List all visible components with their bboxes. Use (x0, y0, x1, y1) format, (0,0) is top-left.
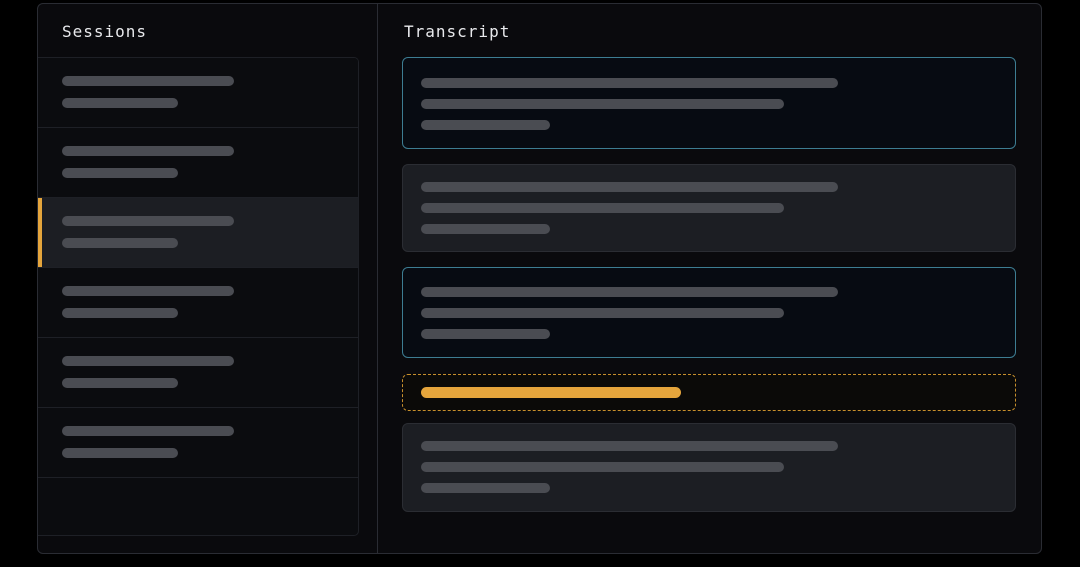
session-item[interactable] (38, 128, 358, 198)
message-line-placeholder (421, 78, 838, 88)
session-meta-placeholder (62, 448, 178, 458)
selected-indicator (38, 198, 42, 267)
app-window: Sessions (37, 3, 1042, 554)
message-line-placeholder (421, 483, 550, 493)
pending-message (402, 374, 1016, 411)
sessions-panel: Sessions (38, 4, 378, 553)
session-meta-placeholder (62, 168, 178, 178)
session-item[interactable] (38, 58, 358, 128)
message-line-placeholder (421, 182, 838, 192)
sessions-title: Sessions (62, 22, 148, 41)
transcript-message[interactable] (402, 267, 1016, 358)
session-list[interactable] (38, 57, 359, 536)
message-line-placeholder (421, 203, 784, 213)
session-meta-placeholder (62, 378, 178, 388)
message-line-placeholder (421, 287, 838, 297)
message-line-placeholder (421, 462, 784, 472)
transcript-message[interactable] (402, 423, 1016, 512)
session-title-placeholder (62, 426, 234, 436)
session-title-placeholder (62, 216, 234, 226)
transcript-message[interactable] (402, 57, 1016, 149)
session-meta-placeholder (62, 98, 178, 108)
message-line-placeholder (421, 224, 550, 234)
session-title-placeholder (62, 76, 234, 86)
message-line-placeholder (421, 441, 838, 451)
session-item[interactable] (38, 338, 358, 408)
session-item[interactable] (38, 268, 358, 338)
session-title-placeholder (62, 286, 234, 296)
session-item[interactable] (38, 198, 358, 268)
transcript-panel: Transcript (378, 4, 1041, 553)
streaming-progress-bar (421, 387, 681, 398)
message-line-placeholder (421, 99, 784, 109)
message-line-placeholder (421, 329, 550, 339)
session-meta-placeholder (62, 238, 178, 248)
session-title-placeholder (62, 146, 234, 156)
transcript-title: Transcript (404, 22, 511, 41)
session-title-placeholder (62, 356, 234, 366)
session-meta-placeholder (62, 308, 178, 318)
transcript-message[interactable] (402, 164, 1016, 252)
session-item[interactable] (38, 408, 358, 478)
message-line-placeholder (421, 308, 784, 318)
message-line-placeholder (421, 120, 550, 130)
